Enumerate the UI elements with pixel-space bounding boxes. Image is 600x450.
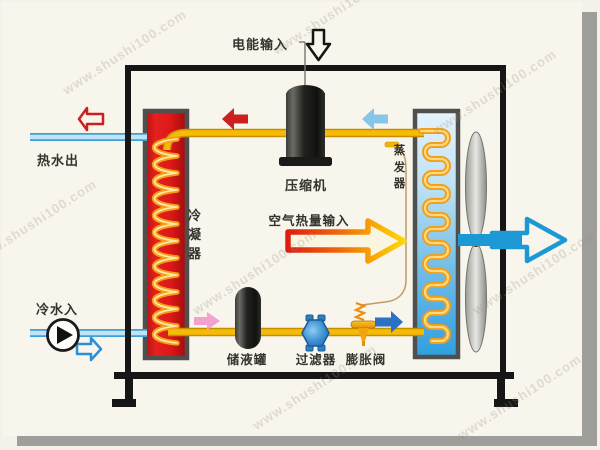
diagram-card: [2, 2, 582, 436]
receiver-tank: [235, 287, 261, 349]
sensing-bulb: [384, 141, 400, 148]
right-foot: [497, 378, 505, 405]
expansion-valve-unit: [350, 301, 377, 346]
left-foot-base: [112, 399, 136, 407]
electric-input-label: 电能输入: [231, 37, 289, 52]
left-foot: [125, 378, 133, 405]
hot-water-out-arrow: [77, 106, 105, 132]
cold-water-in-label: 冷水入: [35, 302, 79, 317]
condenser-inflow-arrow: [222, 108, 248, 130]
suction-line-arrow: [362, 108, 388, 130]
filter-unit: [301, 314, 330, 352]
liquid-line-arrow: [194, 312, 220, 330]
cabinet-frame: [112, 65, 518, 407]
refrigerant-pipe-top: [162, 128, 424, 151]
expansion-outflow-arrow: [375, 311, 403, 333]
condenser-label: 冷凝器: [187, 208, 201, 261]
water-pump: [46, 318, 80, 352]
air-outflow-arrow: [458, 216, 568, 264]
cold-water-in-arrow: [75, 336, 103, 362]
expansion-valve-label: 膨胀阀: [345, 353, 387, 367]
capillary-line: [361, 146, 407, 306]
filter-label: 过滤器: [295, 353, 337, 367]
electric-input-arrow: [305, 28, 332, 62]
evaporator-label: 蒸发器: [393, 145, 406, 191]
receiver-tank-label: 储液罐: [226, 353, 268, 367]
air-heat-input-arrow: [285, 218, 407, 264]
air-heat-input-label: 空气热量输入: [268, 214, 350, 228]
hot-water-out-label: 热水出: [36, 153, 80, 168]
condenser-coil: [152, 136, 180, 346]
compressor-unit: [279, 41, 332, 166]
compressor-label: 压缩机: [284, 178, 328, 193]
evaporator-coil: [418, 128, 451, 344]
right-foot-base: [494, 399, 518, 407]
